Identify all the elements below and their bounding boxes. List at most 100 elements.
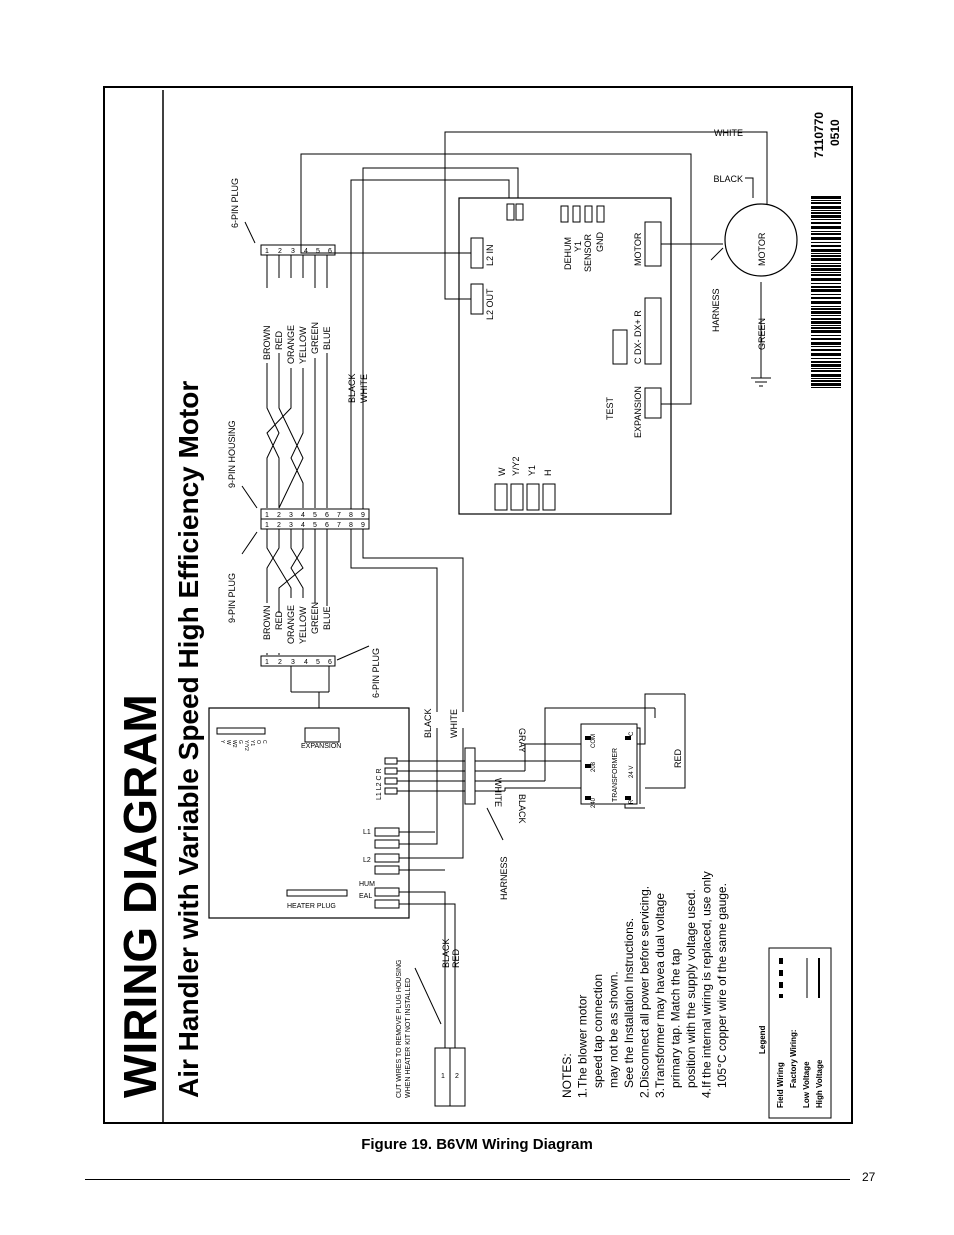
barcode-bar bbox=[811, 330, 841, 333]
wire-red-label: RED bbox=[673, 748, 683, 768]
harness-clip bbox=[464, 747, 476, 805]
page-number: 27 bbox=[862, 1170, 876, 1184]
wire-color-label: YELLOW bbox=[298, 606, 308, 644]
barcode-bar bbox=[811, 368, 841, 369]
barcode-bar bbox=[811, 265, 841, 267]
barcode-bar bbox=[811, 308, 841, 310]
svg-text:C DX- DX+ R: C DX- DX+ R bbox=[633, 310, 643, 364]
svg-text:DEHUM: DEHUM bbox=[563, 237, 573, 270]
barcode-bar bbox=[811, 242, 841, 243]
svg-text:1: 1 bbox=[265, 512, 269, 519]
svg-text:3: 3 bbox=[289, 522, 293, 529]
motor bbox=[724, 203, 798, 277]
svg-text:1: 1 bbox=[265, 522, 269, 529]
wire-color-label: BROWN bbox=[262, 606, 272, 641]
svg-text:TEST: TEST bbox=[605, 396, 615, 420]
barcode-bar bbox=[811, 268, 841, 271]
barcode-bar bbox=[811, 237, 841, 240]
barcode-bar bbox=[811, 249, 841, 252]
note-line: 4.If the internal wiring is replaced, us… bbox=[700, 871, 714, 1098]
legend-field: Field Wiring bbox=[776, 1062, 785, 1108]
wire-color-label: ORANGE bbox=[286, 605, 296, 644]
svg-text:4: 4 bbox=[304, 248, 308, 255]
heater-note-1: CUT WIRES TO REMOVE PLUG HOUSING bbox=[396, 960, 403, 1098]
barcode-bar bbox=[811, 272, 841, 273]
barcode-bar bbox=[811, 212, 841, 214]
lower-board-terms: Y W W2 G Y/Y2 Y1 O C bbox=[219, 740, 267, 751]
barcode-bar bbox=[811, 342, 841, 345]
svg-text:6: 6 bbox=[325, 512, 329, 519]
wire-black-label: BLACK bbox=[347, 373, 357, 403]
barcode-bar bbox=[811, 233, 841, 235]
barcode-bar bbox=[811, 255, 841, 257]
svg-text:5: 5 bbox=[313, 512, 317, 519]
svg-text:2: 2 bbox=[278, 659, 282, 666]
nine-pin-plug-label: 9-PIN PLUG bbox=[227, 573, 237, 623]
nine-pin-housing-label: 9-PIN HOUSING bbox=[227, 420, 237, 488]
expansion-label: EXPANSION bbox=[301, 743, 341, 750]
svg-text:8: 8 bbox=[349, 512, 353, 519]
board-wires bbox=[300, 131, 771, 405]
barcode-bar bbox=[811, 278, 841, 281]
barcode-bar bbox=[811, 387, 841, 388]
svg-text:Y1: Y1 bbox=[527, 465, 537, 476]
svg-text:6: 6 bbox=[328, 659, 332, 666]
control-board-labels: L2 IN L2 OUT DEHUM Y1 SENSOR GND MOTOR T… bbox=[485, 232, 643, 477]
barcode-bar bbox=[811, 346, 841, 347]
barcode-bar bbox=[811, 196, 841, 199]
barcode-bar bbox=[811, 306, 841, 307]
barcode-bar bbox=[811, 226, 841, 229]
upper-wires bbox=[266, 255, 328, 509]
note-line: may not be as shown. bbox=[607, 971, 621, 1098]
barcode-bar bbox=[811, 286, 841, 288]
note-line: 3.Transformer may havea dual voltage bbox=[653, 893, 667, 1098]
barcode-bar bbox=[811, 380, 841, 382]
barcode-bar bbox=[811, 222, 841, 224]
barcode-bar bbox=[811, 364, 841, 367]
barcode-bar bbox=[811, 374, 841, 377]
svg-text:GND: GND bbox=[595, 232, 605, 253]
wire-black-h-label: BLACK bbox=[441, 938, 451, 968]
barcode-bar bbox=[811, 318, 841, 320]
note-line: 1.The blower motor bbox=[576, 995, 590, 1098]
barcode-bar bbox=[811, 245, 841, 247]
svg-text:H: H bbox=[543, 470, 553, 477]
svg-text:7: 7 bbox=[337, 522, 341, 529]
heater-plug bbox=[286, 889, 348, 897]
barcode-bar bbox=[811, 258, 841, 261]
svg-text:HUM: HUM bbox=[359, 881, 375, 888]
barcode-bar bbox=[811, 378, 841, 379]
svg-text:EAL: EAL bbox=[359, 893, 372, 900]
barcode-bar bbox=[811, 325, 841, 326]
svg-text:Y1: Y1 bbox=[573, 241, 583, 252]
thermostat-strip bbox=[216, 727, 266, 735]
six-pin-plug-lower: 1 2 3 4 5 6 bbox=[260, 655, 336, 667]
svg-text:O: O bbox=[255, 740, 261, 744]
transformer-taps bbox=[585, 736, 631, 800]
svg-text:2: 2 bbox=[278, 248, 282, 255]
barcode-bar bbox=[811, 210, 841, 211]
harness-bottom-label: HARNESS bbox=[499, 856, 509, 900]
legend-labels: Legend Field Wiring Factory Wiring: Low … bbox=[758, 1025, 824, 1108]
svg-text:4: 4 bbox=[301, 522, 305, 529]
note-line: position with the supply voltage used. bbox=[684, 889, 698, 1098]
wire-red-h-label: RED bbox=[451, 948, 461, 968]
svg-text:W: W bbox=[497, 467, 507, 476]
wire-black-t-label: BLACK bbox=[517, 794, 527, 824]
lower-board bbox=[208, 707, 410, 919]
legend-title: Legend bbox=[758, 1025, 767, 1054]
heater-plug-label: HEATER PLUG bbox=[287, 903, 336, 910]
barcode-bar bbox=[811, 370, 841, 372]
barcode-bar bbox=[811, 349, 841, 351]
transformer-labels: 240 208 COM 24 V R C TRANSFORMER bbox=[591, 731, 635, 808]
svg-text:5: 5 bbox=[313, 522, 317, 529]
upper-wire-colors: BROWN RED ORANGE YELLOW GREEN BLUE bbox=[262, 322, 332, 364]
barcode-bar bbox=[811, 338, 841, 340]
svg-text:2: 2 bbox=[277, 512, 281, 519]
harness-top-label: HARNESS bbox=[711, 288, 721, 332]
note-line: speed tap connection bbox=[591, 974, 605, 1098]
barcode-bar bbox=[811, 301, 841, 304]
svg-text:240: 240 bbox=[591, 797, 597, 808]
wire-color-label: ORANGE bbox=[286, 325, 296, 364]
part-number: 7110770 bbox=[812, 112, 826, 158]
